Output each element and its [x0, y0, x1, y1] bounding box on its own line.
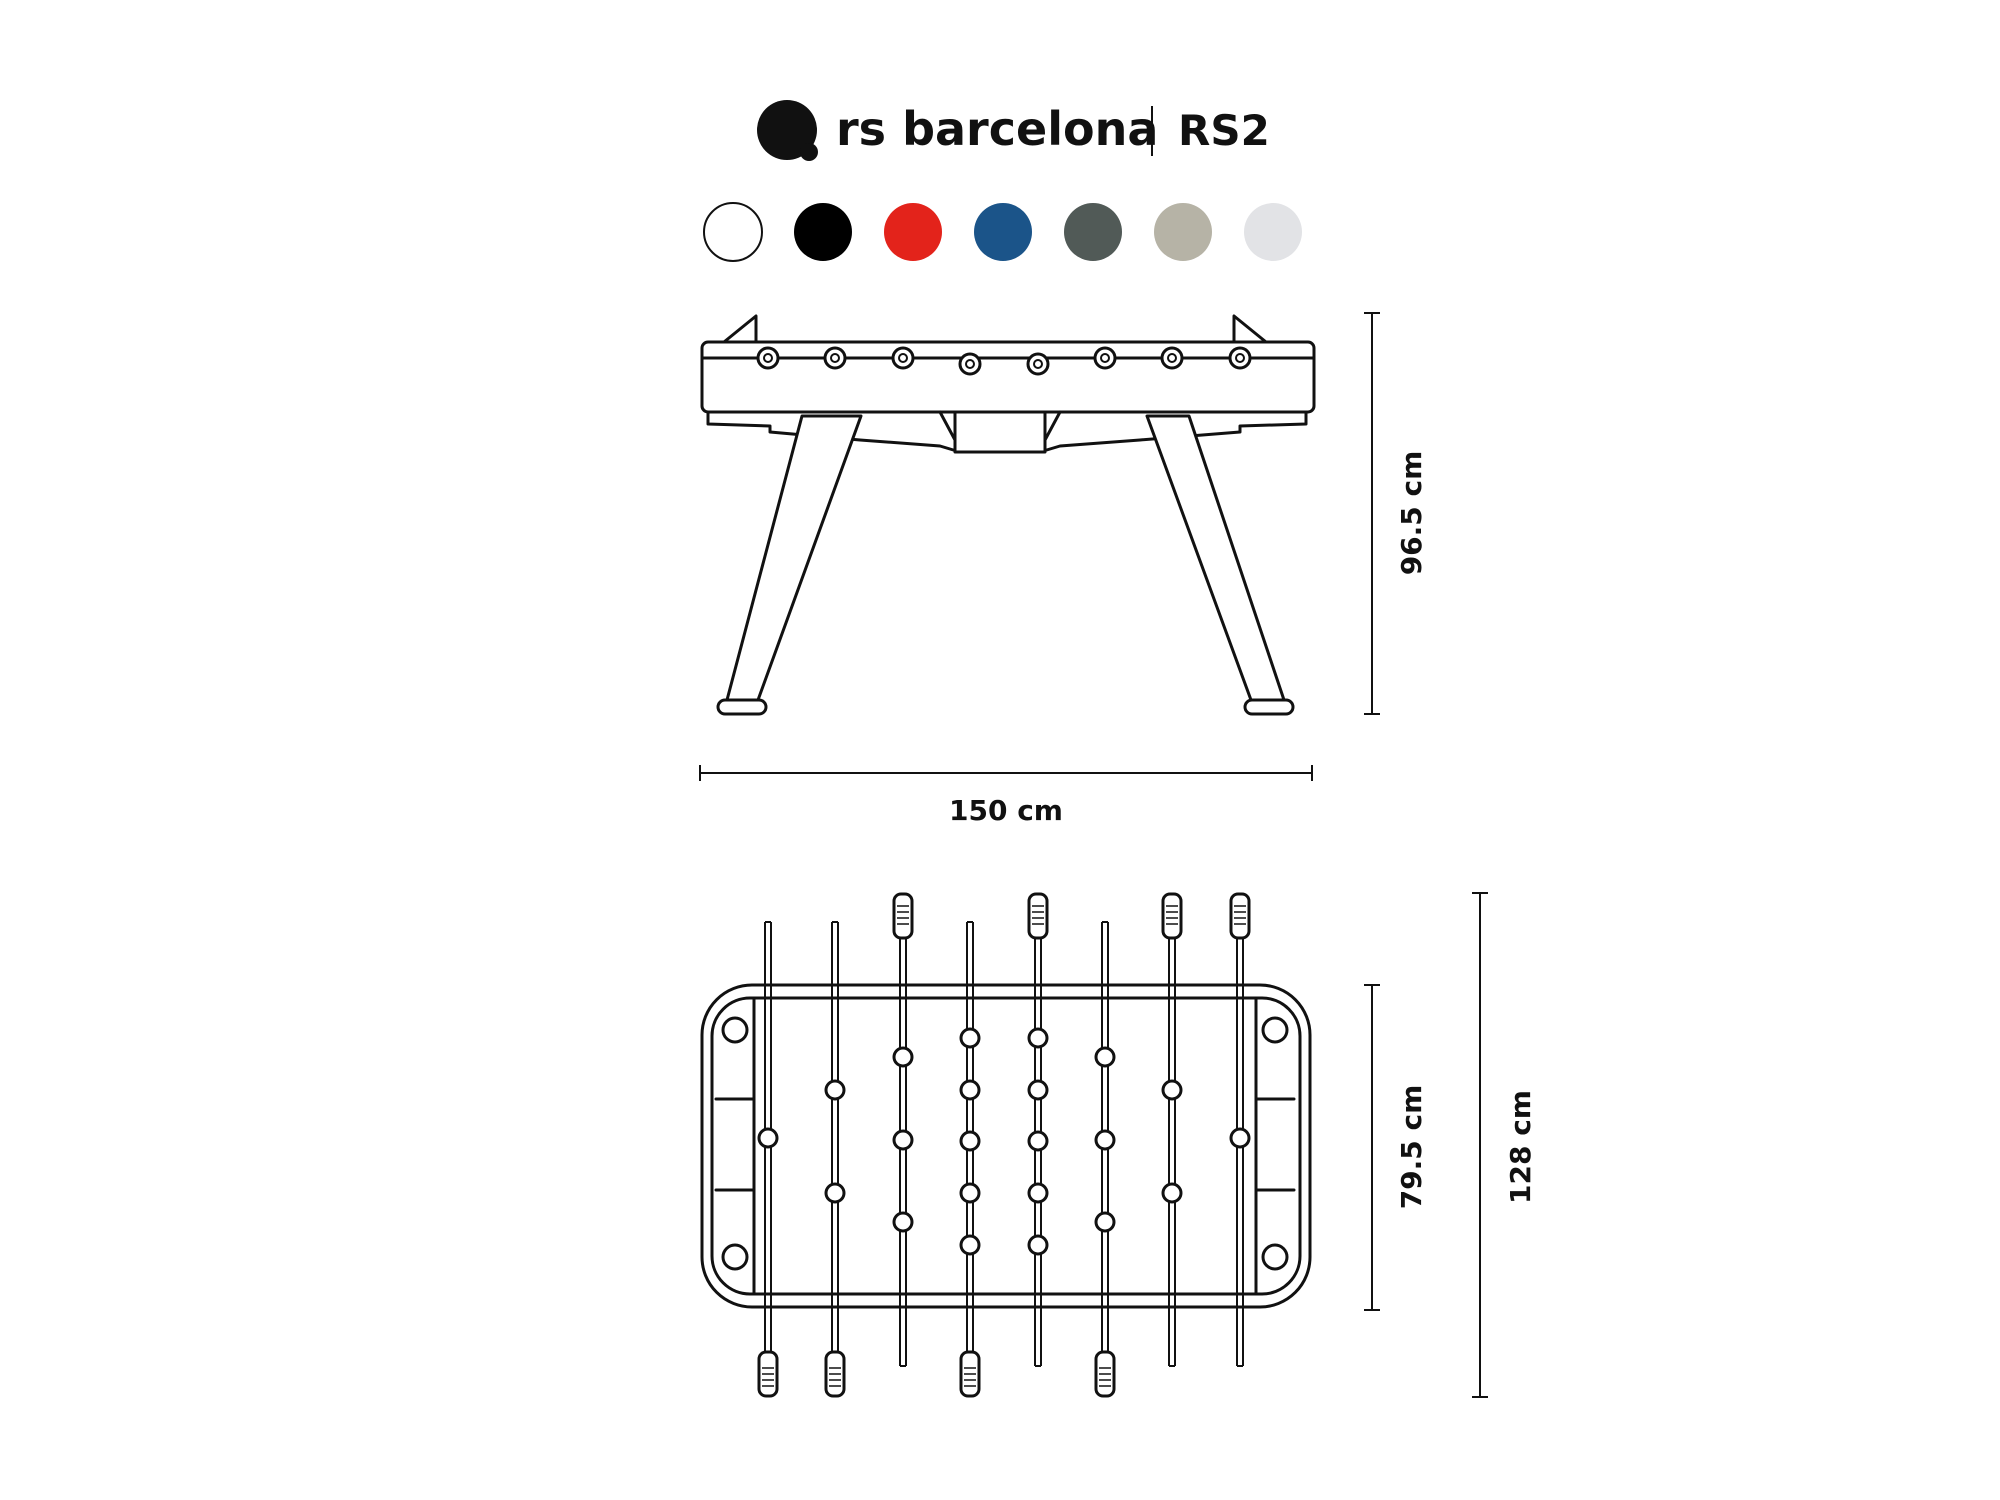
swatch-light-grey — [1244, 203, 1302, 261]
swatch-red — [884, 203, 942, 261]
player-rod — [757, 921, 779, 1398]
right-leg — [1145, 414, 1286, 702]
rod-bearing — [1160, 346, 1184, 370]
rod-bearings — [756, 346, 1252, 376]
player-figure — [1027, 1079, 1049, 1101]
player-figure — [1027, 1027, 1049, 1049]
right-foot — [1243, 698, 1295, 716]
rod-handle-icon — [959, 1350, 981, 1398]
rod-handle-icon — [757, 1350, 779, 1398]
rod-bearing — [891, 346, 915, 370]
rod-bearing — [823, 346, 847, 370]
left-leg — [725, 414, 863, 702]
player-rod — [1027, 892, 1049, 1367]
player-figure — [959, 1079, 981, 1101]
left-foot — [716, 698, 768, 716]
player-figure — [892, 1211, 914, 1233]
rod-handle-icon — [824, 1350, 846, 1398]
player-figure — [1161, 1182, 1183, 1204]
table-outer-frame — [700, 983, 1312, 1309]
swatch-dark-grey — [1064, 203, 1122, 261]
rod-handle-icon — [1094, 1350, 1116, 1398]
right-corner-handle — [1232, 314, 1268, 344]
rs-barcelona-logo-icon — [757, 100, 818, 161]
side-view-drawing — [700, 314, 1316, 716]
player-figure — [757, 1127, 779, 1149]
corner-pocket — [1261, 1243, 1289, 1271]
depth-dimension: 79.5 cm — [1364, 984, 1428, 1311]
swatch-black — [794, 203, 852, 261]
player-figure — [1094, 1129, 1116, 1151]
player-figure — [1027, 1130, 1049, 1152]
rod-bearing — [958, 352, 982, 376]
height-dimension: 96.5 cm — [1364, 312, 1428, 715]
rod-bearing — [1026, 352, 1050, 376]
swatch-blue — [974, 203, 1032, 261]
swatch-beige — [1154, 203, 1212, 261]
player-rods — [757, 892, 1251, 1398]
overall-depth-dimension: 128 cm — [1472, 892, 1537, 1398]
rod-bearing — [756, 346, 780, 370]
player-rod — [959, 921, 981, 1398]
player-figure — [1027, 1182, 1049, 1204]
brand-name: rs barcelona — [836, 102, 1158, 156]
player-figure — [1094, 1046, 1116, 1068]
width-dimension: 150 cm — [699, 765, 1313, 827]
width-label: 150 cm — [949, 794, 1063, 827]
rod-handle-icon — [1161, 892, 1183, 940]
player-figure — [959, 1182, 981, 1204]
table-body — [700, 340, 1316, 414]
height-label: 96.5 cm — [1395, 451, 1428, 576]
rod-handle-icon — [1229, 892, 1251, 940]
rod-handle-icon — [1027, 892, 1049, 940]
player-figure — [824, 1182, 846, 1204]
goal-box — [953, 410, 1047, 454]
table-inner-frame — [710, 996, 1302, 1296]
player-figure — [1161, 1079, 1183, 1101]
top-view-drawing — [700, 892, 1312, 1398]
model-name: RS2 — [1178, 106, 1270, 155]
corner-pocket — [721, 1016, 749, 1044]
player-figure — [959, 1027, 981, 1049]
left-corner-handle — [722, 314, 758, 344]
player-figure — [1229, 1127, 1251, 1149]
player-rod — [1094, 921, 1116, 1398]
player-figure — [1094, 1211, 1116, 1233]
player-rod — [1161, 892, 1183, 1367]
rod-bearing — [1228, 346, 1252, 370]
player-figure — [892, 1129, 914, 1151]
rod-bearing — [1093, 346, 1117, 370]
player-rod — [1229, 892, 1251, 1367]
depth-label: 79.5 cm — [1395, 1085, 1428, 1210]
corner-pocket — [1261, 1016, 1289, 1044]
player-figure — [892, 1046, 914, 1068]
player-figure — [959, 1130, 981, 1152]
player-rod — [824, 921, 846, 1398]
swatch-white — [703, 202, 763, 262]
overall-depth-label: 128 cm — [1504, 1090, 1537, 1204]
player-figure — [824, 1079, 846, 1101]
rod-handle-icon — [892, 892, 914, 940]
color-swatches — [703, 202, 1302, 262]
brand-header: rs barcelona RS2 — [757, 100, 1270, 161]
player-rod — [892, 892, 914, 1367]
player-figure — [1027, 1234, 1049, 1256]
player-figure — [959, 1234, 981, 1256]
corner-pocket — [721, 1243, 749, 1271]
